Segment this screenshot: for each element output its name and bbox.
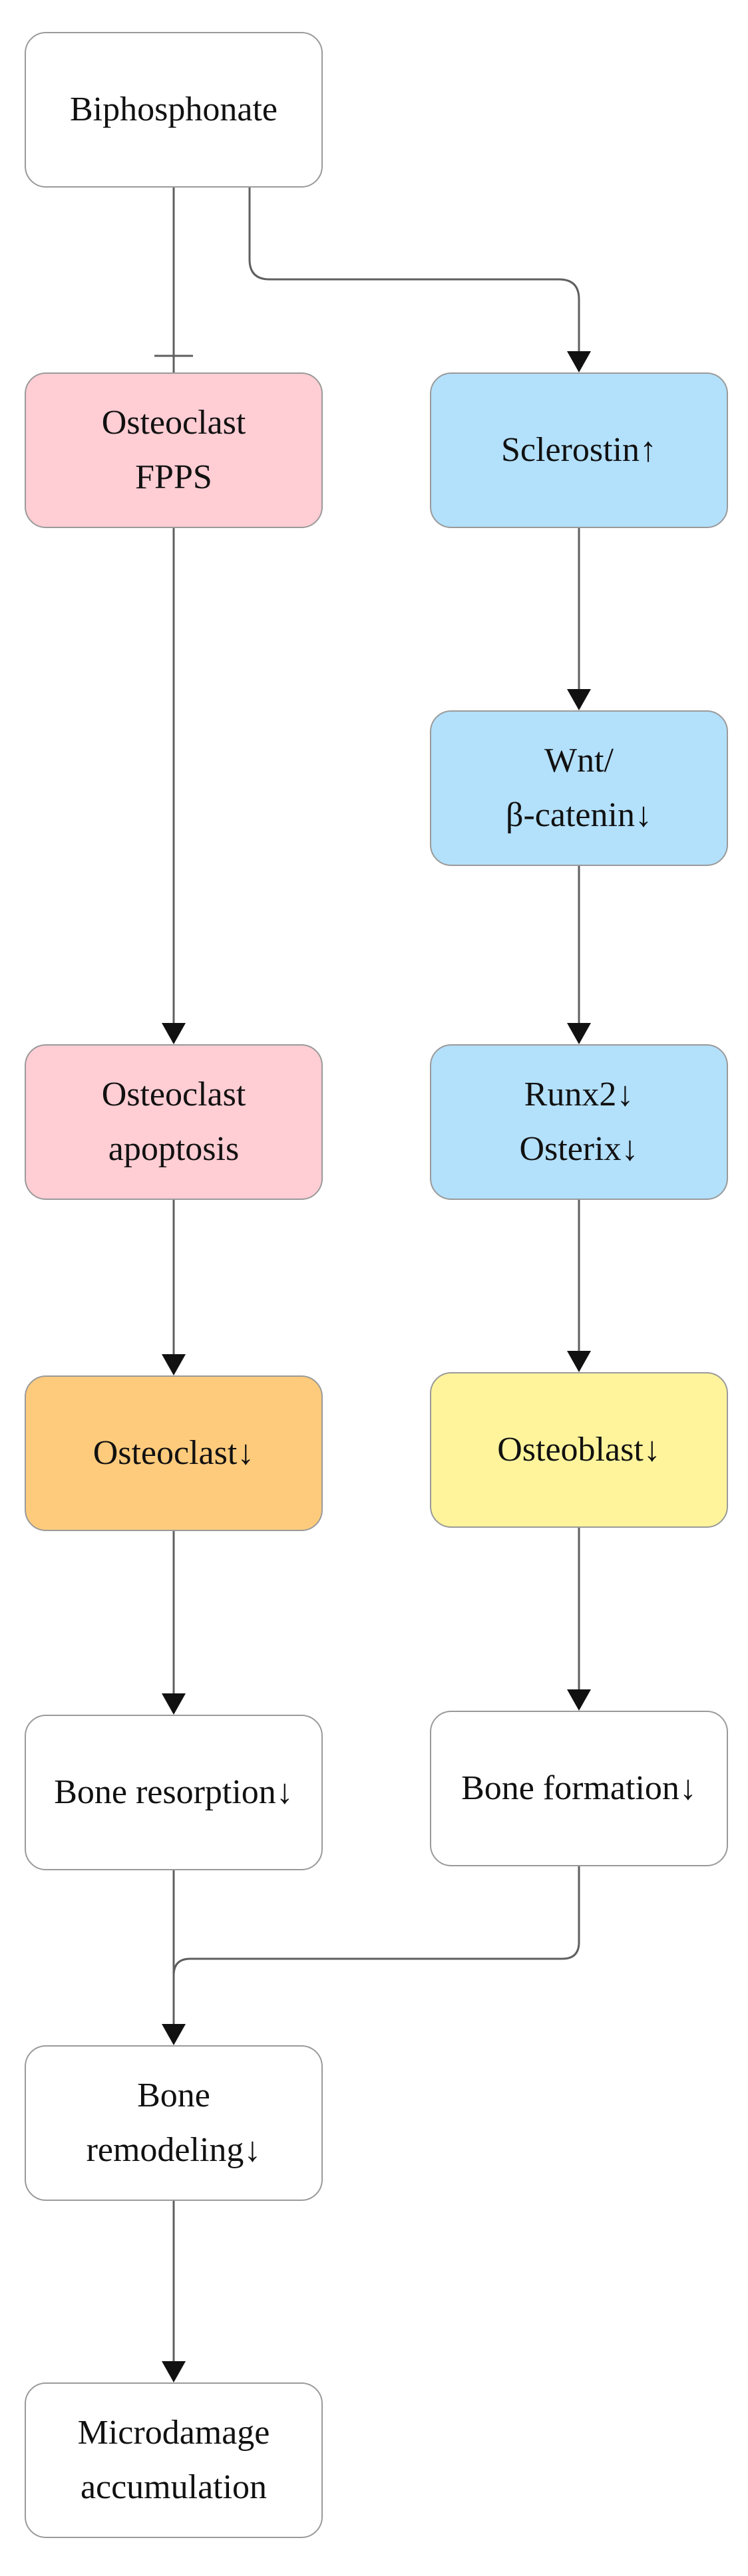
node-wnt-beta-catenin: Wnt/ β-catenin↓ [430, 710, 728, 866]
node-label: Wnt/ [544, 742, 614, 780]
node-biphosphonate: Biphosphonate [25, 32, 323, 188]
node-label: β-catenin↓ [506, 796, 652, 834]
arrowhead-osteoclast [162, 1354, 186, 1375]
node-sclerostin: Sclerostin↑ [430, 372, 728, 528]
node-osteoclast-decrease: Osteoclast↓ [25, 1375, 323, 1531]
node-label: Runx2↓ [524, 1075, 634, 1113]
node-osteoclast-fpps: Osteoclast FPPS [25, 372, 323, 528]
node-bone-resorption: Bone resorption↓ [25, 1715, 323, 1870]
node-label: accumulation [80, 2468, 268, 2506]
node-label: Bone resorption↓ [54, 1773, 293, 1811]
edge-formation-to-remodeling [172, 1866, 580, 1976]
node-label: apoptosis [108, 1130, 240, 1168]
node-label: Osterix↓ [519, 1130, 639, 1168]
node-bone-remodeling: Bone remodeling↓ [25, 2045, 323, 2201]
arrowhead-resorption [162, 1693, 186, 1715]
node-label: Osteoblast↓ [497, 1431, 661, 1469]
node-label: Osteoclast [101, 1075, 246, 1113]
node-bone-formation: Bone formation↓ [430, 1711, 728, 1866]
arrowhead-sclerostin [567, 351, 591, 372]
node-label: remodeling↓ [86, 2131, 262, 2169]
node-microdamage-accumulation: Microdamage accumulation [25, 2382, 323, 2538]
arrowhead-runx2 [567, 1023, 591, 1044]
node-label: Biphosphonate [70, 90, 278, 128]
node-label: FPPS [135, 458, 212, 496]
arrowhead-formation [567, 1689, 591, 1711]
arrowhead-osteoblast [567, 1351, 591, 1372]
arrowhead-wnt [567, 689, 591, 710]
node-runx2-osterix: Runx2↓ Osterix↓ [430, 1044, 728, 1200]
node-osteoclast-apoptosis: Osteoclast apoptosis [25, 1044, 323, 1200]
arrowhead-apoptosis [162, 1023, 186, 1044]
node-label: Osteoclast [101, 404, 246, 442]
node-label: Bone formation↓ [461, 1769, 697, 1807]
node-label: Bone [137, 2076, 210, 2114]
node-label: Microdamage [77, 2414, 270, 2452]
arrowhead-remodeling [162, 2024, 186, 2045]
node-label: Osteoclast↓ [93, 1434, 255, 1472]
edge-biphosphonate-to-sclerostin [248, 188, 580, 351]
node-label: Sclerostin↑ [501, 431, 657, 469]
arrowhead-microdamage [162, 2361, 186, 2382]
node-osteoblast-decrease: Osteoblast↓ [430, 1372, 728, 1528]
